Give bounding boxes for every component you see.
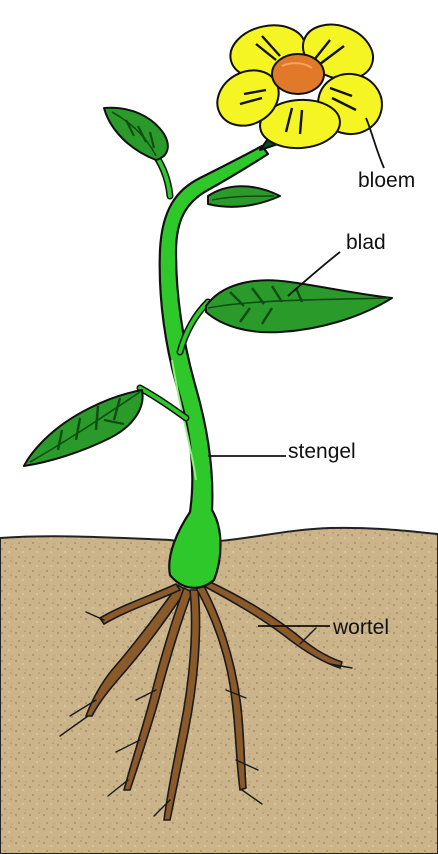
label-leaf: blad [346, 232, 386, 253]
flower [207, 15, 386, 150]
leaves [24, 108, 392, 466]
leaf-stalk-right-inner [180, 302, 208, 352]
label-root: wortel [333, 617, 389, 638]
stem [160, 146, 268, 588]
pointer-bloem [366, 118, 384, 168]
label-stem: stengel [288, 441, 356, 462]
label-flower: bloem [358, 170, 415, 191]
soil [0, 528, 438, 854]
